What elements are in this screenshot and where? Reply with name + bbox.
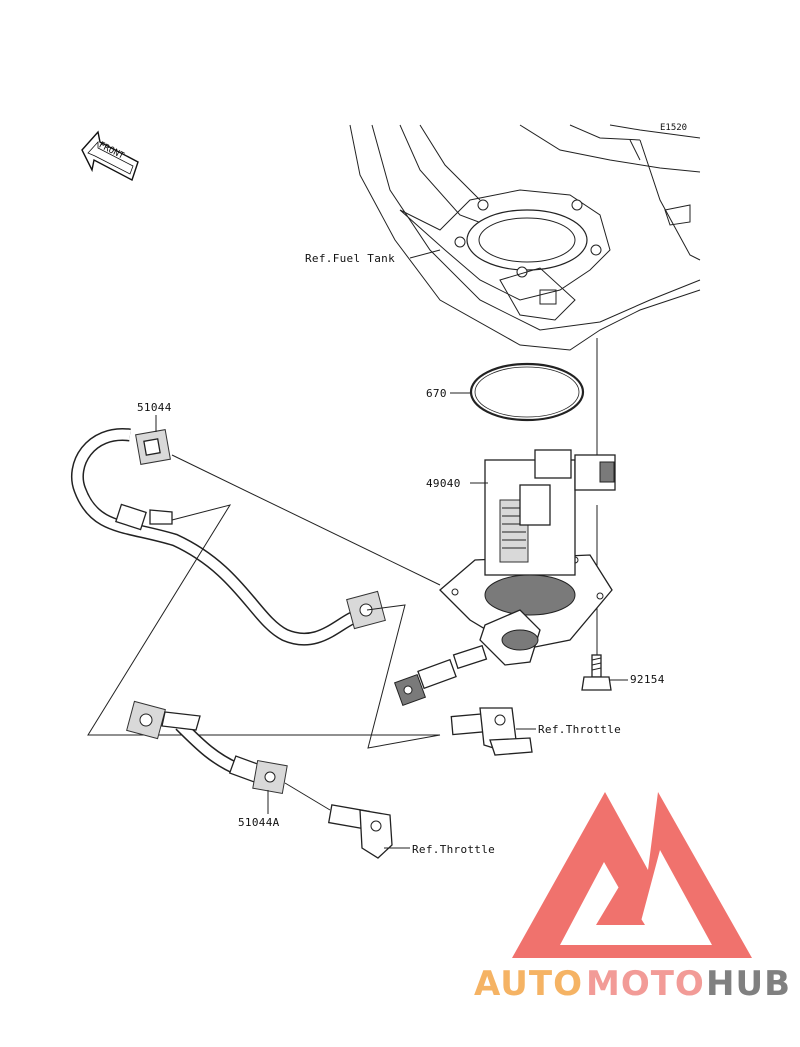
automotohub-logo: AUTO MOTO HUB — [474, 792, 791, 1004]
throttle-fitting-lower — [327, 804, 393, 859]
callout-gasket: 670 — [426, 387, 447, 400]
throttle-fitting-upper — [450, 707, 533, 756]
bolt — [581, 654, 612, 691]
callout-hose-lower: 51044A — [238, 816, 280, 829]
logo-text-auto: AUTO — [474, 964, 583, 1004]
o-ring-gasket — [469, 362, 585, 422]
callout-throttle-upper: Ref.Throttle — [538, 723, 621, 736]
callout-bolt: 92154 — [630, 673, 665, 686]
fuel-tank — [349, 124, 701, 351]
fuel-hose-upper — [70, 428, 386, 646]
fuel-pump-assembly — [393, 449, 616, 707]
callout-hose-upper: 51044 — [137, 401, 172, 414]
callout-fuel-tank: Ref.Fuel Tank — [305, 252, 395, 265]
fuel-hose-lower — [126, 700, 288, 794]
callout-pump: 49040 — [426, 477, 461, 490]
logo-text-moto: MOTO — [586, 964, 705, 1004]
front-arrow-icon: FRONT — [81, 130, 139, 182]
logo-text-hub: HUB — [706, 964, 791, 1004]
callout-throttle-lower: Ref.Throttle — [412, 843, 495, 856]
diagram-code: E1520 — [660, 123, 687, 133]
